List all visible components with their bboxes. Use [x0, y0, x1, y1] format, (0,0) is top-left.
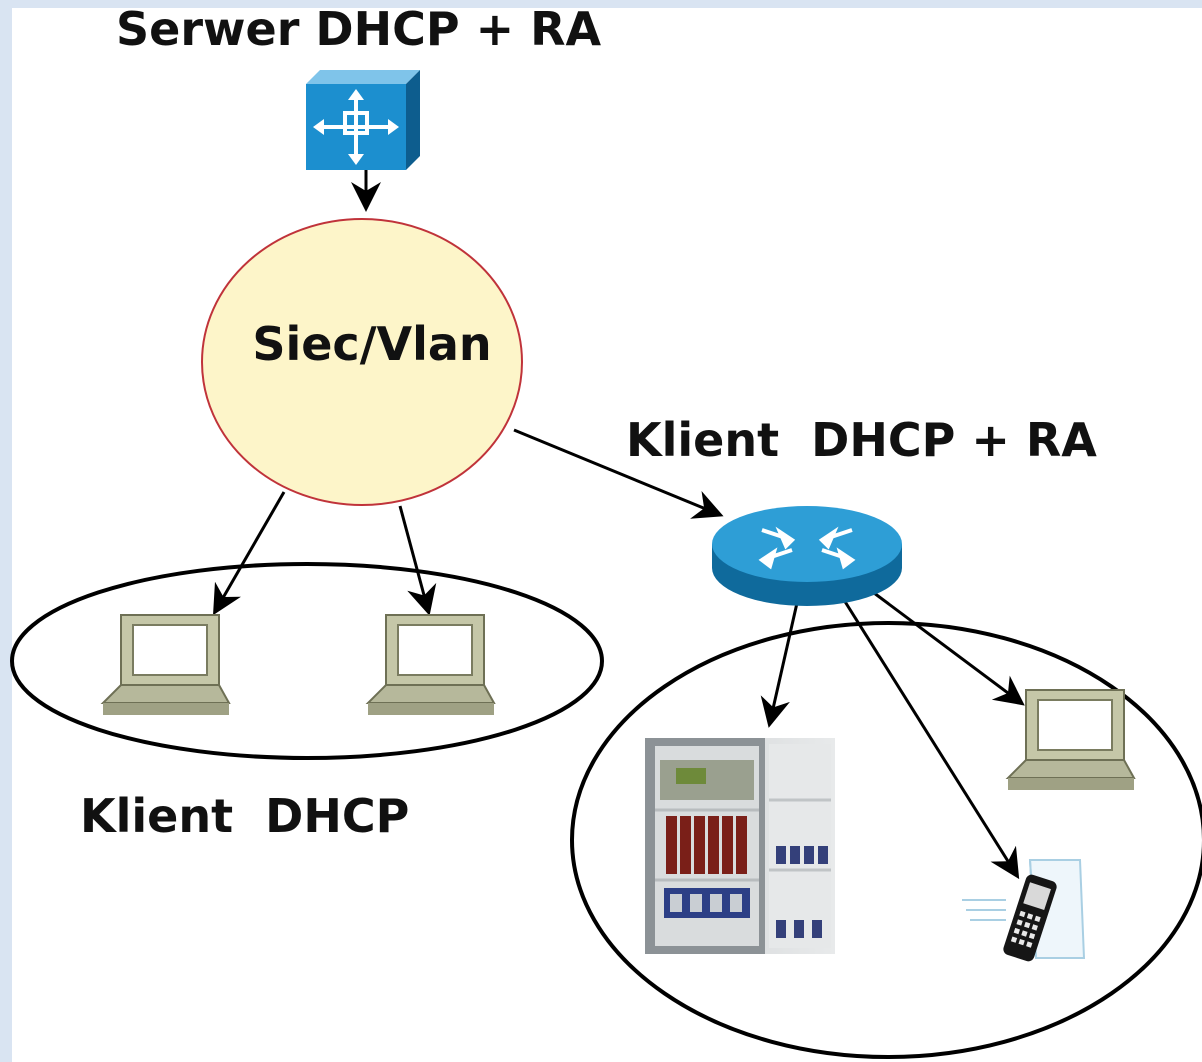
network-vlan-label: Siec/Vlan [252, 317, 491, 371]
arrow-network-to-pc1 [213, 491, 286, 616]
layer3-switch-icon [306, 70, 420, 170]
computer-icon [365, 614, 496, 715]
dhcp-client-label: Klient DHCP [80, 789, 409, 843]
arrow-router-to-pc3 [869, 588, 1025, 706]
dhcp-client-group-ellipse [10, 562, 604, 760]
slide-top-band [0, 0, 1202, 8]
slide-left-band [0, 0, 12, 1062]
arrow-network-to-pc2 [398, 505, 437, 616]
network-vlan-circle [201, 218, 523, 506]
arrow-router-to-fridge [760, 602, 799, 728]
arrow-network-to-router [513, 428, 724, 519]
router-client-label: Klient DHCP + RA [626, 413, 1097, 467]
fridge-photo [645, 738, 835, 954]
router-client-group-ellipse [570, 621, 1202, 1059]
server-label: Serwer DHCP + RA [116, 2, 602, 56]
router-icon [712, 506, 902, 606]
computer-icon [1005, 689, 1136, 790]
computer-icon [100, 614, 231, 715]
arrow-router-to-phone [842, 599, 1020, 880]
mobile-phone-icon [962, 859, 1086, 962]
